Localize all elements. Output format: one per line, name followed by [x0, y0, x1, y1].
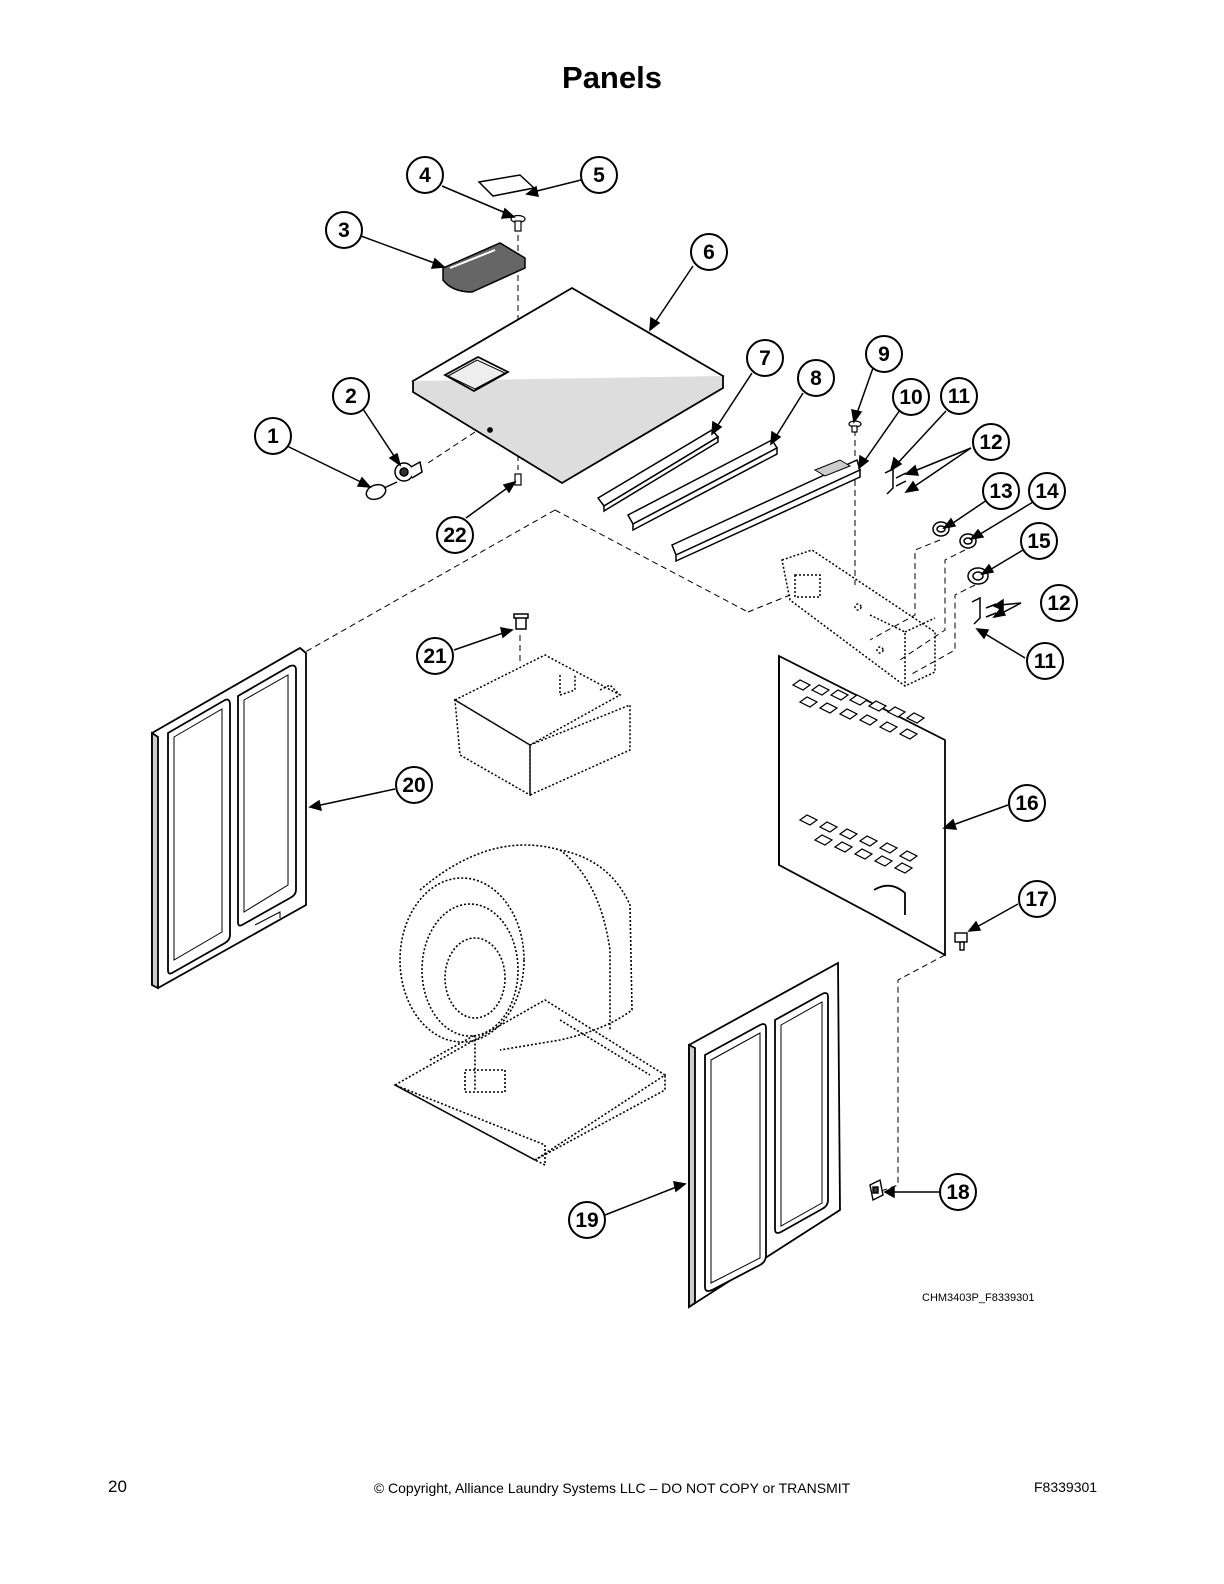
svg-text:18: 18 — [946, 1181, 970, 1204]
callout-1: 1 — [254, 417, 292, 455]
callout-12-lower: 12 — [1040, 584, 1078, 622]
svg-text:11: 11 — [948, 385, 971, 408]
latch-part — [869, 1178, 884, 1202]
svg-text:3: 3 — [338, 219, 350, 242]
callout-10: 10 — [892, 378, 930, 416]
svg-text:10: 10 — [899, 386, 922, 409]
figure-code: CHM3403P_F8339301 — [922, 1292, 1035, 1304]
svg-text:16: 16 — [1015, 792, 1038, 815]
callout-9: 9 — [865, 335, 903, 373]
callout-6: 6 — [690, 233, 728, 271]
svg-text:21: 21 — [423, 645, 447, 668]
leader-arrows — [286, 179, 1034, 1216]
callout-2: 2 — [332, 377, 370, 415]
svg-text:11: 11 — [1034, 650, 1057, 673]
bracket-clip-part — [513, 613, 529, 630]
callout-3: 3 — [325, 211, 363, 249]
page-number: 20 — [108, 1477, 127, 1496]
callout-19: 19 — [568, 1201, 606, 1239]
rear-screw-part — [954, 932, 968, 951]
callout-4: 4 — [406, 156, 444, 194]
svg-text:13: 13 — [989, 480, 1012, 503]
callout-bubbles: 1 2 3 4 5 6 7 8 9 10 11 12 13 14 15 — [254, 156, 1078, 1239]
svg-text:7: 7 — [759, 347, 771, 370]
callout-8: 8 — [797, 359, 835, 397]
callout-7: 7 — [746, 339, 784, 377]
svg-text:5: 5 — [593, 164, 605, 187]
key-part — [365, 481, 398, 501]
svg-text:1: 1 — [267, 425, 279, 448]
rail-parts — [596, 429, 861, 563]
svg-text:9: 9 — [878, 343, 890, 366]
callout-14: 14 — [1028, 472, 1066, 510]
lock-part — [394, 460, 423, 482]
callout-5: 5 — [580, 156, 618, 194]
callout-12: 12 — [972, 423, 1010, 461]
svg-text:17: 17 — [1025, 888, 1048, 911]
callout-11: 11 — [940, 377, 978, 415]
callout-20: 20 — [395, 766, 433, 804]
junction-box-part — [453, 654, 631, 797]
strip-part — [477, 174, 536, 197]
front-panel-part — [688, 961, 841, 1309]
callout-21: 21 — [416, 637, 454, 675]
lid-cover-part — [442, 242, 526, 293]
callout-13: 13 — [982, 472, 1020, 510]
svg-text:2: 2 — [345, 385, 357, 408]
left-side-panel-part — [151, 646, 307, 990]
page-title: Panels — [562, 60, 662, 95]
svg-text:14: 14 — [1035, 480, 1059, 503]
rear-panel-part — [778, 654, 946, 957]
svg-text:8: 8 — [810, 367, 822, 390]
top-right-screw-part — [848, 420, 862, 433]
drum-assembly-part — [393, 844, 667, 1167]
callout-11-lower: 11 — [1026, 642, 1064, 680]
svg-text:19: 19 — [575, 1209, 598, 1232]
svg-text:15: 15 — [1027, 530, 1051, 553]
svg-text:12: 12 — [979, 431, 1002, 454]
callout-18: 18 — [939, 1173, 977, 1211]
callout-15: 15 — [1020, 522, 1058, 560]
svg-text:12: 12 — [1047, 592, 1070, 615]
svg-text:6: 6 — [703, 241, 715, 264]
bottom-screw-part — [514, 473, 522, 486]
svg-text:22: 22 — [443, 524, 466, 547]
svg-text:20: 20 — [402, 774, 425, 797]
top-panel-part — [411, 286, 725, 485]
copyright-notice: © Copyright, Alliance Laundry Systems LL… — [373, 1480, 851, 1496]
callout-16: 16 — [1008, 784, 1046, 822]
clip-parts — [884, 467, 997, 625]
svg-text:4: 4 — [419, 164, 431, 187]
control-panel-part — [781, 549, 936, 687]
document-code: F8339301 — [1034, 1479, 1098, 1495]
callout-22: 22 — [436, 516, 474, 554]
callout-17: 17 — [1018, 880, 1056, 918]
